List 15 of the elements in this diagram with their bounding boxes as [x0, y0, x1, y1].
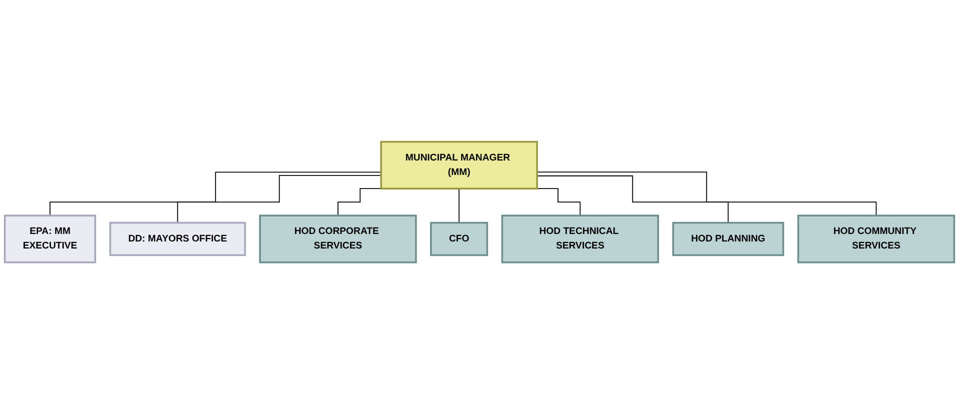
- node-box: [797, 215, 956, 264]
- node-box: [430, 222, 488, 256]
- connector: [536, 176, 729, 224]
- connector: [50, 172, 382, 216]
- node-box: [501, 215, 660, 264]
- connector: [177, 175, 382, 224]
- node-box: [259, 215, 417, 264]
- node-box: [380, 141, 538, 190]
- node-box: [109, 222, 246, 256]
- node-box: [672, 222, 784, 256]
- node-box: [4, 215, 96, 264]
- connector: [458, 188, 460, 224]
- org-chart: MUNICIPAL MANAGER (MM) EPA: MM EXECUTIVE DD: MAYORS OFFICE HOD CORPORATE SERVICES CFO HOD TECHNICAL SERVICES HOD PLANNING HOD COMMUNITY SERVICES: [0, 137, 959, 268]
- connector: [536, 172, 877, 216]
- connector: [535, 188, 581, 216]
